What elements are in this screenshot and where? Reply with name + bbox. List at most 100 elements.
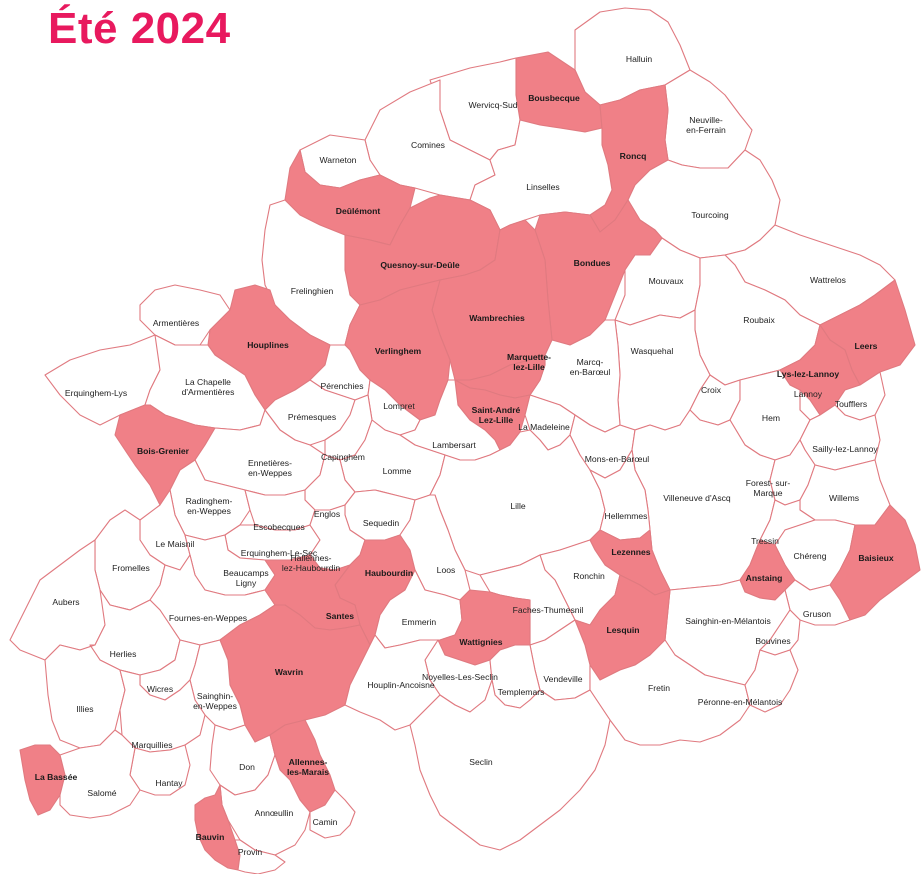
label-erquinghem-lys: Erquinghem-Lys — [65, 388, 127, 398]
label-le-maisnil: Le Maisnil — [156, 539, 195, 549]
label-templemars: Templemars — [498, 687, 545, 697]
label-hantay: Hantay — [155, 778, 183, 788]
label-deulemont: Deûlémont — [336, 206, 381, 216]
label-marquette-lez-lille: Marquette-lez-Lille — [507, 352, 551, 372]
label-capinghem: Capinghem — [321, 452, 365, 462]
label-houplin-ancoisne: Houplin-Ancoisne — [367, 680, 435, 690]
label-annoeullin: Annœullin — [255, 808, 294, 818]
label-willems: Willems — [829, 493, 859, 503]
label-lambersart: Lambersart — [432, 440, 476, 450]
label-wicres: Wicres — [147, 684, 173, 694]
label-mouvaux: Mouvaux — [649, 276, 685, 286]
label-linselles: Linselles — [526, 182, 559, 192]
label-neuville-en-ferrain: Neuville-en-Ferrain — [686, 115, 726, 135]
label-allennes-les-marais: Allennes-les-Marais — [287, 757, 329, 777]
label-wasquehal: Wasquehal — [631, 346, 674, 356]
commune-provin — [234, 839, 286, 874]
label-premesques: Prémesques — [288, 412, 336, 422]
label-warneton: Warneton — [320, 155, 357, 165]
label-lompret: Lompret — [383, 401, 415, 411]
label-escobecques: Escobecques — [253, 522, 305, 532]
commune-shapes — [9, 7, 921, 874]
commune-hellemmes — [589, 449, 651, 541]
label-ennetieres-en-weppes: Ennetières-en-Weppes — [248, 458, 292, 478]
label-leers: Leers — [855, 341, 878, 351]
label-sailly-lez-lannoy: Sailly-lez-Lannoy — [812, 444, 878, 454]
label-aubers: Aubers — [52, 597, 79, 607]
label-lesquin: Lesquin — [607, 625, 640, 635]
label-houplines: Houplines — [247, 340, 289, 350]
label-faches-thumesnil: Faches-Thumesnil — [513, 605, 584, 615]
label-forest-sur-marque: Forest- sur-Marque — [746, 478, 791, 498]
label-bauvin: Bauvin — [196, 832, 225, 842]
commune-peronne-en-melantois — [744, 649, 799, 713]
label-baisieux: Baisieux — [858, 553, 894, 563]
label-sainghin-en-weppes: Sainghin-en-Weppes — [193, 691, 237, 711]
label-quesnoy-sur-deule: Quesnoy-sur-Deûle — [380, 260, 459, 270]
label-mons-en-baroeul: Mons-en-Barœul — [585, 454, 650, 464]
label-wervicq-sud: Wervicq-Sud — [468, 100, 517, 110]
label-roubaix: Roubaix — [743, 315, 775, 325]
commune-seclin — [409, 679, 611, 851]
label-armentieres: Armentières — [153, 318, 199, 328]
label-fretin: Fretin — [648, 683, 670, 693]
label-lys-lez-lannoy: Lys-lez-Lannoy — [777, 369, 839, 379]
label-seclin: Seclin — [469, 757, 493, 767]
label-wattrelos: Wattrelos — [810, 275, 846, 285]
label-camin: Camin — [313, 817, 338, 827]
label-lille: Lille — [510, 501, 526, 511]
label-toufflers: Toufflers — [835, 399, 867, 409]
commune-labels: Halluin Bousbecque Wervicq-Sud Neuville-… — [35, 54, 894, 857]
label-tourcoing: Tourcoing — [691, 210, 728, 220]
label-hellemmes: Hellemmes — [605, 511, 648, 521]
label-santes: Santes — [326, 611, 354, 621]
label-englos: Englos — [314, 509, 340, 519]
label-herlies: Herlies — [110, 649, 137, 659]
label-perenchies: Pérenchies — [321, 381, 364, 391]
label-vendeville: Vendeville — [543, 674, 582, 684]
map-title: Été 2024 — [48, 4, 231, 53]
label-bois-grenier: Bois-Grenier — [137, 446, 190, 456]
label-wambrechies: Wambrechies — [469, 313, 525, 323]
label-gruson: Gruson — [803, 609, 831, 619]
label-halluin: Halluin — [626, 54, 652, 64]
commune-camin — [309, 789, 356, 839]
label-lezennes: Lezennes — [611, 547, 650, 557]
label-bouvines: Bouvines — [755, 636, 790, 646]
label-sequedin: Sequedin — [363, 518, 400, 528]
label-la-bassee: La Bassée — [35, 772, 78, 782]
label-villeneuve-dascq: Villeneuve d'Ascq — [663, 493, 731, 503]
label-peronne-en-melantois: Péronne-en-Mélantois — [698, 697, 783, 707]
label-loos: Loos — [437, 565, 456, 575]
label-la-madeleine: La Madeleine — [518, 422, 570, 432]
label-croix: Croix — [701, 385, 722, 395]
label-radinghem-en-weppes: Radinghem-en-Weppes — [186, 496, 233, 516]
label-haubourdin: Haubourdin — [365, 568, 413, 578]
label-salome: Salomé — [87, 788, 116, 798]
label-erquinghem-le-sec: Erquinghem-Le-Sec — [241, 548, 318, 558]
label-hem: Hem — [762, 413, 780, 423]
label-verlinghem: Verlinghem — [375, 346, 422, 356]
label-marquillies: Marquillies — [131, 740, 172, 750]
label-frelinghien: Frelinghien — [291, 286, 334, 296]
label-ronchin: Ronchin — [573, 571, 605, 581]
label-marcq-en-baroeul: Marcq-en-Barœul — [570, 357, 611, 377]
label-sainghin-en-melantois: Sainghin-en-Mélantois — [685, 616, 771, 626]
label-tressin: Tressin — [751, 536, 779, 546]
commune-salome — [59, 729, 141, 819]
label-lannoy: Lannoy — [794, 389, 823, 399]
label-wavrin: Wavrin — [275, 667, 303, 677]
label-bondues: Bondues — [574, 258, 611, 268]
label-fromelles: Fromelles — [112, 563, 150, 573]
label-noyelles-les-seclin: Noyelles-Les-Seclin — [422, 672, 498, 682]
label-don: Don — [239, 762, 255, 772]
label-chereng: Chéreng — [794, 551, 827, 561]
label-roncq: Roncq — [620, 151, 647, 161]
label-provin: Provin — [238, 847, 263, 857]
label-comines: Comines — [411, 140, 445, 150]
label-fournes-en-weppes: Fournes-en-Weppes — [169, 613, 247, 623]
label-illies: Illies — [76, 704, 93, 714]
